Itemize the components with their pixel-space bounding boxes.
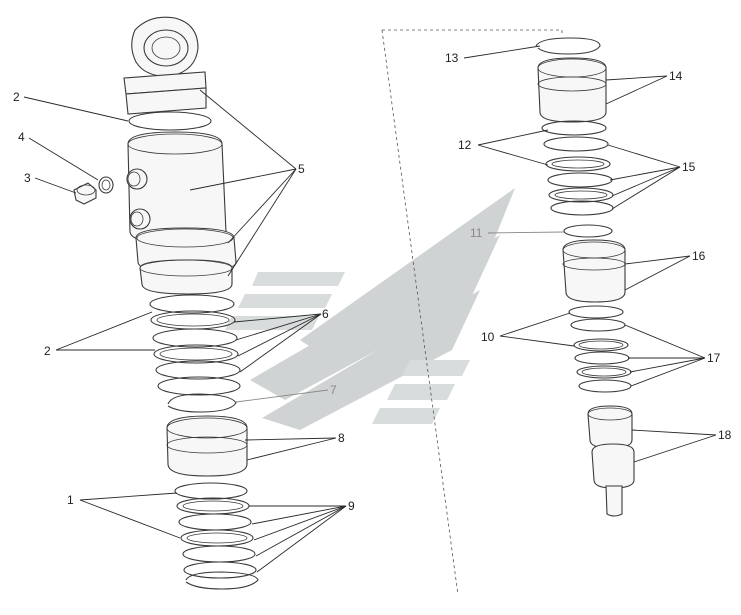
callout-12: 12 [458, 138, 472, 152]
callout-11: 11 [470, 226, 483, 240]
callout-8: 8 [338, 431, 345, 445]
callout-1: 1 [67, 493, 74, 507]
callout-2-top: 2 [13, 90, 20, 104]
washer-part-4 [98, 176, 114, 194]
ring-part-2-top [128, 111, 212, 131]
seal-rings-part-17 [568, 305, 632, 393]
ring-part-11 [563, 224, 613, 238]
callout-6: 6 [322, 307, 329, 321]
callout-14: 14 [669, 69, 683, 83]
plug-part-3 [73, 182, 97, 205]
callout-17: 17 [707, 351, 721, 365]
piston-part-8 [166, 415, 248, 477]
cylinder-barrel-part [126, 131, 227, 245]
separator-dashed-diagonal [381, 29, 459, 596]
callout-5: 5 [298, 162, 305, 176]
right-assembly [535, 37, 635, 517]
seal-rings-part-15 [541, 120, 614, 216]
callout-2-bottom: 2 [44, 344, 51, 358]
callout-10: 10 [481, 330, 495, 344]
callout-3: 3 [24, 171, 31, 185]
callout-15: 15 [682, 160, 696, 174]
cylinder-eye-part [123, 16, 207, 115]
piston-part-16 [562, 239, 626, 303]
bushing-part-14 [537, 57, 607, 123]
separator-dashed-line [382, 29, 563, 36]
leader-lines [23, 45, 717, 573]
callout-18: 18 [718, 428, 732, 442]
left-assembly [73, 16, 259, 590]
snap-ring-part-13 [535, 37, 601, 55]
gland-part [135, 227, 237, 295]
callout-9: 9 [348, 499, 355, 513]
seal-rings-part-6 [149, 294, 241, 396]
callout-16: 16 [692, 249, 706, 263]
callout-7: 7 [330, 383, 337, 397]
snap-ring-part-7 [167, 393, 237, 413]
watermark-logo [225, 188, 515, 430]
callout-13: 13 [445, 51, 459, 65]
callout-4: 4 [18, 130, 25, 144]
seal-rings-part-9 [174, 482, 259, 590]
callout-labels: 2 4 3 5 2 6 7 8 1 9 13 14 12 15 11 16 10… [13, 51, 732, 513]
rod-part-18 [587, 405, 635, 517]
